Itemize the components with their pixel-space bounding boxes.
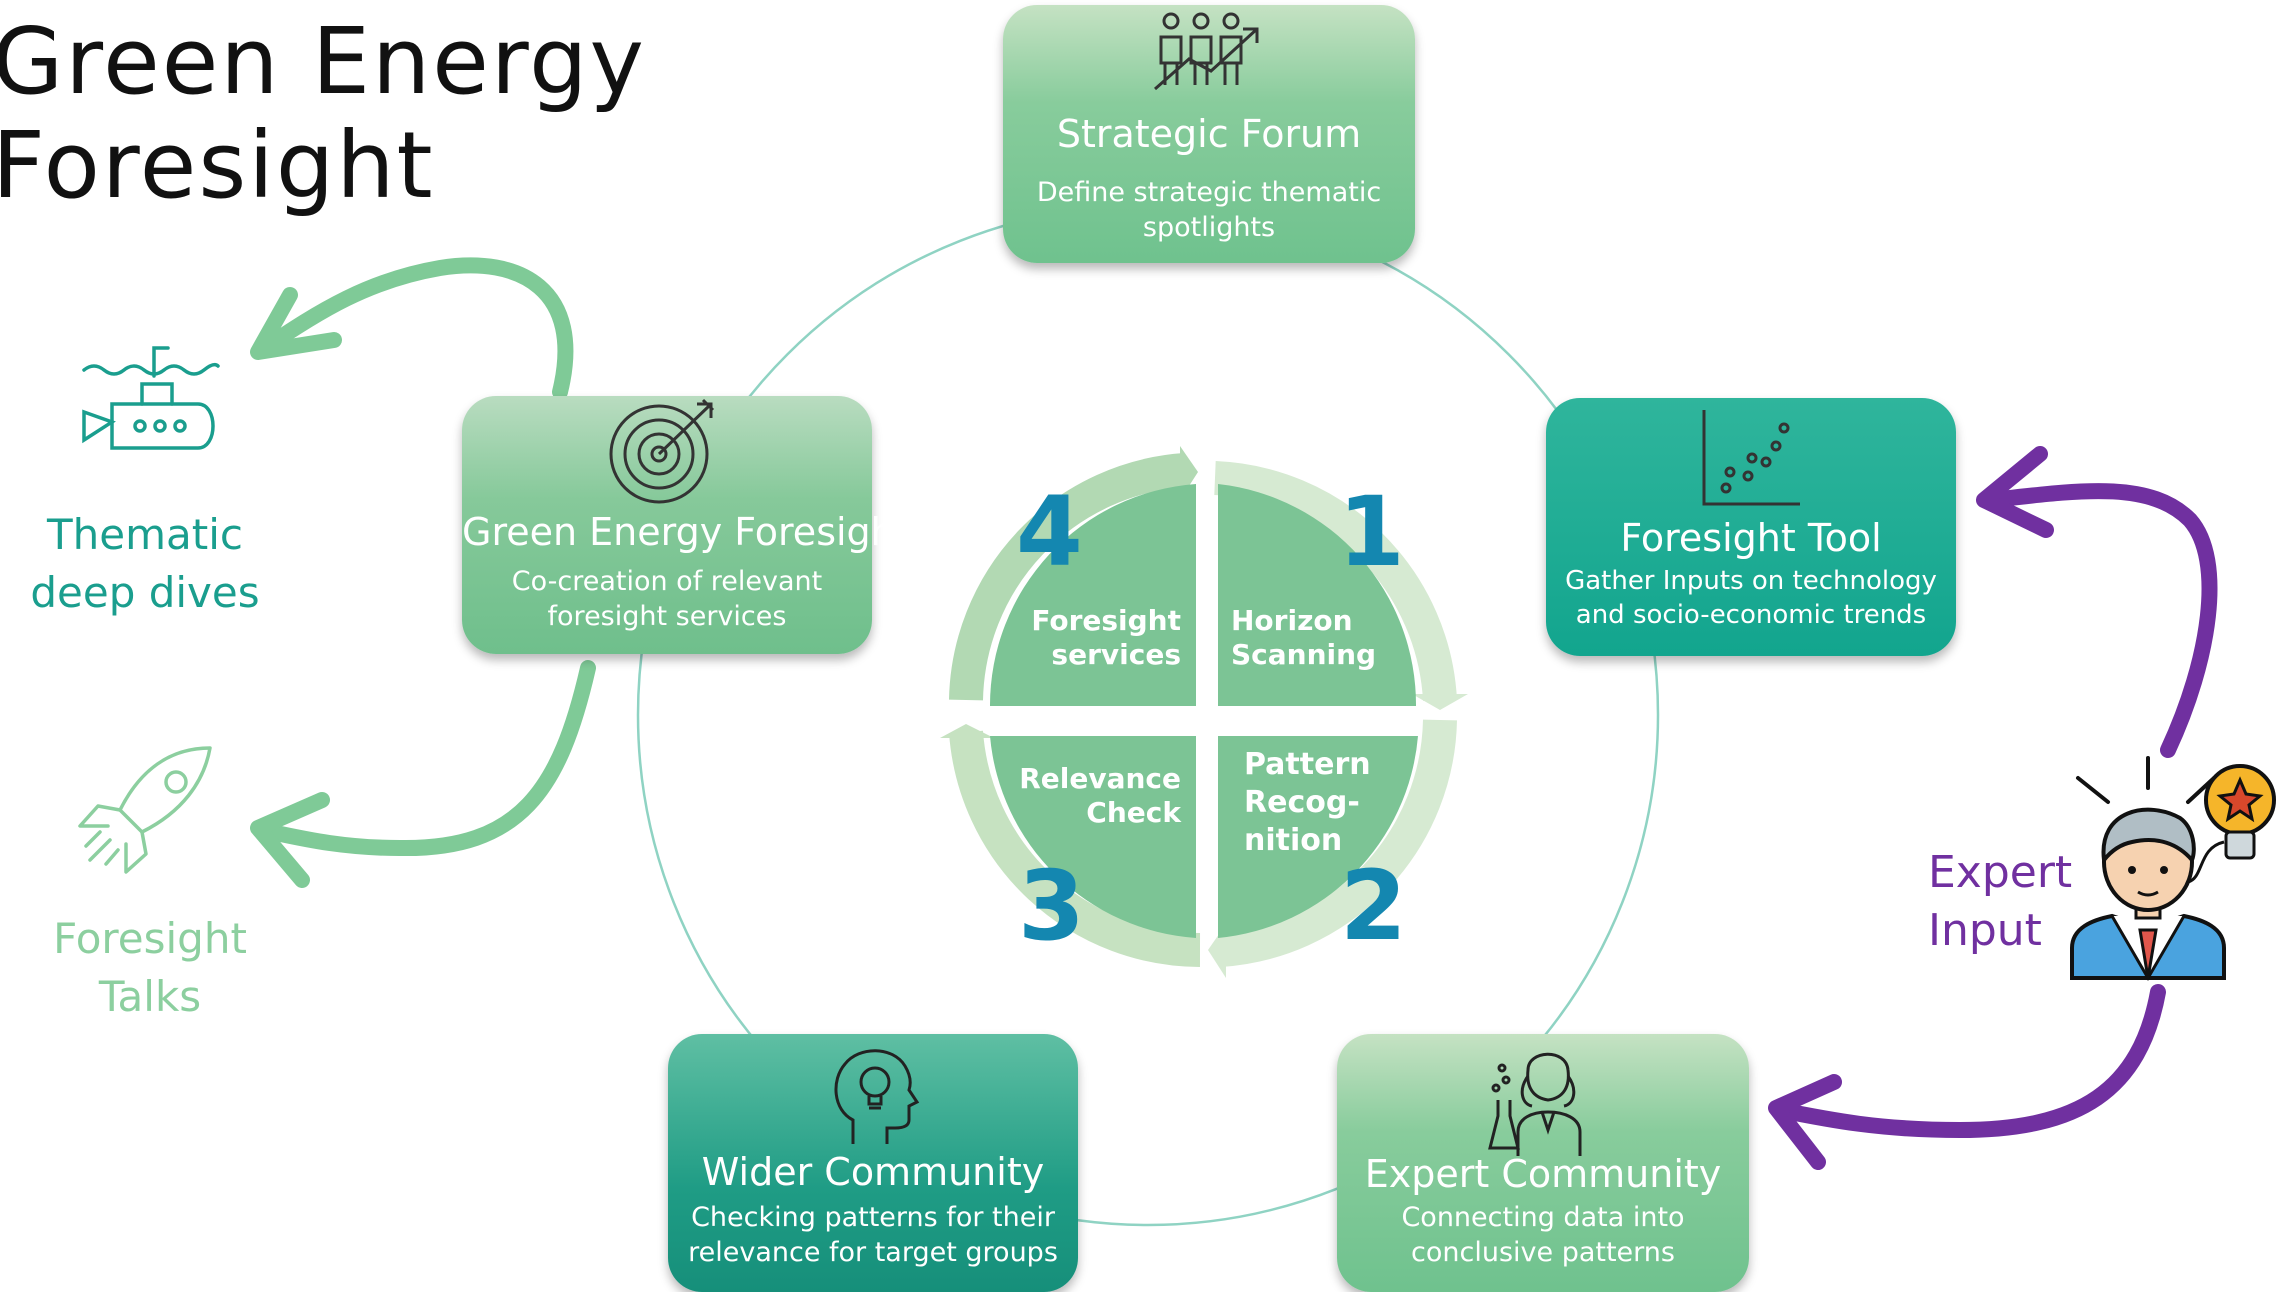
arrow-to-talks (254, 660, 596, 857)
growth-people-icon (1154, 12, 1259, 91)
green-energy-foresight-box: Green Energy Foresight Co-creation of re… (462, 396, 910, 654)
arrow-expert-to-community (1772, 984, 2166, 1139)
foresight-tool-sub-2: and socio-economic trends (1575, 600, 1927, 630)
quadrant-2-line-3: nition (1244, 823, 1343, 858)
cycle-arrows (940, 446, 1468, 978)
deep-dives-line-2: deep dives (30, 568, 260, 617)
arrow-expert-to-tool (1984, 483, 2218, 758)
expert-community-sub-1: Connecting data into (1401, 1202, 1685, 1233)
green-energy-foresight-sub-1: Co-creation of relevant (511, 566, 823, 597)
title-line-1: Green Energy (0, 8, 646, 115)
foresight-tool-heading: Foresight Tool (1620, 516, 1882, 560)
foresight-tool-sub-1: Gather Inputs on technology (1565, 566, 1937, 596)
expert-community-heading: Expert Community (1364, 1152, 1722, 1196)
quadrant-1-line-2: Scanning (1231, 638, 1377, 671)
expert-community-box: Expert Community Connecting data into co… (1337, 1034, 1749, 1292)
quadrant-1-line-1: Horizon (1231, 604, 1353, 637)
thematic-deep-dives-label: Thematic deep dives (20, 506, 270, 622)
wider-community-sub-1: Checking patterns for their (691, 1202, 1055, 1233)
green-energy-foresight-sub-2: foresight services (547, 601, 787, 632)
arrow-to-deep-dives (254, 257, 574, 400)
step-number-4: 4 (1016, 476, 1083, 588)
quadrant-4-line-1: Foresight (1031, 604, 1181, 637)
title-line-2: Foresight (0, 112, 435, 219)
expert-input-line-1: Expert (1928, 847, 2073, 898)
strategic-forum-sub-2: spotlights (1142, 212, 1276, 243)
wider-community-sub-2: relevance for target groups (688, 1237, 1058, 1268)
foresight-tool-box: Foresight Tool Gather Inputs on technolo… (1546, 398, 1956, 656)
quadrant-4-label: Foresight services (1031, 604, 1181, 672)
expert-input-label: Expert Input (1928, 844, 2072, 960)
scientist-icon (1488, 1052, 1582, 1156)
expert-idea-icon (2070, 756, 2276, 981)
quadrant-4-line-2: services (1051, 638, 1181, 671)
target-icon (609, 398, 715, 504)
submarine-icon (82, 346, 220, 450)
quadrant-2-line-1: Pattern (1244, 747, 1371, 782)
expert-community-sub-2: conclusive patterns (1411, 1237, 1675, 1268)
quadrant-1-label: Horizon Scanning (1231, 604, 1376, 672)
step-number-3: 3 (1018, 850, 1085, 962)
strategic-forum-box: Strategic Forum Define strategic themati… (1003, 5, 1415, 263)
foresight-talks-label: Foresight Talks (53, 914, 247, 1021)
head-lightbulb-icon (834, 1049, 920, 1144)
quadrant-3-label: Relevance Check (1019, 762, 1181, 830)
deep-dives-line-1: Thematic (47, 510, 243, 559)
wider-community-box: Wider Community Checking patterns for th… (668, 1034, 1078, 1292)
quadrant-3-line-1: Relevance (1019, 762, 1181, 795)
strategic-forum-heading: Strategic Forum (1056, 112, 1362, 156)
green-energy-foresight-heading: Green Energy Foresight (462, 510, 910, 554)
strategic-forum-sub-1: Define strategic thematic (1036, 177, 1382, 208)
cycle-quadrants (989, 484, 1418, 938)
quadrant-3-line-2: Check (1086, 796, 1181, 829)
wider-community-heading: Wider Community (701, 1150, 1045, 1194)
quadrant-2-label: Pattern Recog- nition (1244, 746, 1371, 860)
page-title: Green Energy Foresight (0, 10, 646, 218)
step-number-1: 1 (1338, 476, 1405, 588)
scatter-plot-icon (1702, 410, 1800, 506)
expert-input-line-2: Input (1928, 905, 2042, 956)
rocket-icon (78, 746, 212, 874)
step-number-2: 2 (1340, 850, 1407, 962)
quadrant-2-line-2: Recog- (1244, 785, 1360, 820)
